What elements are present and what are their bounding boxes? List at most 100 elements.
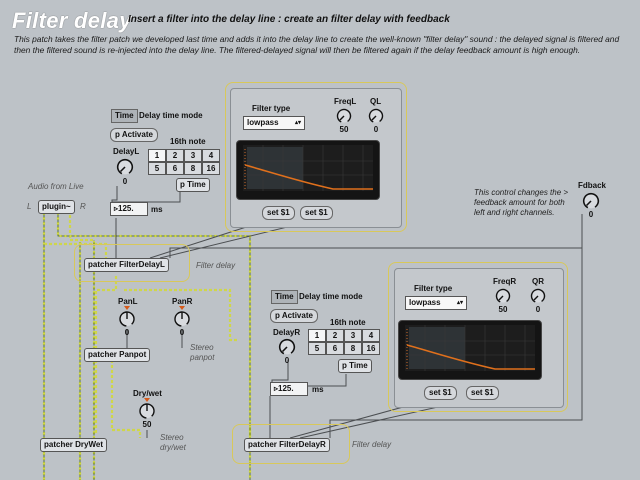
panpot-comment-line1: Stereo — [190, 343, 214, 352]
filter-delay-comment-left: Filter delay — [196, 261, 236, 270]
time-toggle-left[interactable]: Time — [111, 109, 138, 123]
patcher-filterdelayl[interactable]: patcher FilterDelayL — [84, 258, 169, 272]
fdback-label: Fdback — [578, 181, 607, 190]
filter-right-type-value: lowpass — [409, 298, 441, 307]
filter-right-group — [388, 262, 568, 412]
menu-arrows-icon: ▴▾ — [456, 300, 463, 306]
delayl-knob[interactable] — [116, 158, 134, 176]
sixteenth-label-left: 16th note — [170, 137, 206, 146]
filter-left-type-menu[interactable]: lowpass ▴▾ — [243, 116, 305, 130]
filter-right-q-label: QR — [532, 277, 544, 286]
number-arrow-icon: ▹ — [114, 204, 119, 213]
filter-right-type-label: Filter type — [414, 284, 453, 293]
panr-label: PanR — [172, 297, 193, 306]
filter-delay-comment-right: Filter delay — [352, 440, 392, 449]
activate-message-right[interactable]: p Activate — [270, 309, 318, 323]
time-toggle-right[interactable]: Time — [271, 290, 298, 304]
grid-left-cell-8[interactable]: 8 — [184, 162, 202, 175]
freqr-value: 50 — [498, 305, 508, 314]
freql-knob[interactable] — [336, 108, 352, 124]
filter-right-set-button-2[interactable]: set $1 — [466, 386, 499, 400]
activate-message-left[interactable]: p Activate — [110, 128, 158, 142]
delay-time-value-right: 125. — [278, 384, 294, 393]
delayr-knob[interactable] — [278, 338, 296, 356]
filter-right-type-menu[interactable]: lowpass ▴▾ — [405, 296, 467, 310]
delay-time-number-left[interactable]: ▹125. — [110, 202, 148, 216]
number-arrow-icon: ▹ — [274, 384, 279, 393]
time-mode-label-left: Delay time mode — [139, 111, 203, 120]
freql-value: 50 — [339, 125, 349, 134]
sixteenth-label-right: 16th note — [330, 318, 366, 327]
grid-left-cell-1[interactable]: 1 — [148, 149, 166, 162]
filter-left-group — [225, 82, 407, 232]
filterdelayl-group — [74, 244, 190, 282]
page-title: Filter delay — [12, 8, 132, 33]
panl-value: 0 — [124, 328, 130, 337]
filter-left-type-value: lowpass — [247, 118, 279, 127]
grid-left-cell-16[interactable]: 16 — [202, 162, 220, 175]
filter-left-type-label: Filter type — [252, 104, 291, 113]
ql-value: 0 — [373, 125, 379, 134]
p-time-right[interactable]: p Time — [338, 359, 372, 373]
drywet-label: Dry/wet — [133, 389, 162, 398]
panr-knob[interactable] — [172, 306, 192, 328]
time-mode-label-right: Delay time mode — [299, 292, 363, 301]
panl-label: PanL — [118, 297, 138, 306]
delay-time-value-left: 125. — [118, 204, 134, 213]
drywet-knob[interactable] — [137, 398, 157, 420]
feedback-comment: This control changes the > feedback amou… — [474, 188, 569, 217]
grid-right-cell-2[interactable]: 2 — [326, 329, 344, 342]
filter-left-set-button-1[interactable]: set $1 — [262, 206, 295, 220]
delayr-value: 0 — [284, 356, 290, 365]
grid-right-cell-8[interactable]: 8 — [344, 342, 362, 355]
delayr-label: DelayR — [273, 328, 301, 337]
grid-right-cell-3[interactable]: 3 — [344, 329, 362, 342]
filterdelayr-group — [232, 424, 350, 464]
drywet-comment-line2: dry/wet — [160, 443, 186, 452]
p-time-left[interactable]: p Time — [176, 178, 210, 192]
delayl-value: 0 — [122, 177, 128, 186]
panl-knob[interactable] — [117, 306, 137, 328]
filter-left-set-button-2[interactable]: set $1 — [300, 206, 333, 220]
freqr-knob[interactable] — [495, 288, 511, 304]
fdback-value: 0 — [588, 210, 594, 219]
plugin-object[interactable]: plugin~ — [38, 200, 75, 214]
fdback-knob[interactable] — [582, 192, 600, 210]
page-description: This patch takes the filter patch we dev… — [14, 34, 620, 55]
filter-right-freq-label: FreqR — [493, 277, 517, 286]
audio-r-label: R — [80, 202, 86, 211]
qr-knob[interactable] — [530, 288, 546, 304]
grid-left-cell-3[interactable]: 3 — [184, 149, 202, 162]
panpot-comment-line2: panpot — [190, 353, 215, 362]
page-subtitle: Insert a filter into the delay line : cr… — [128, 14, 450, 25]
ql-knob[interactable] — [368, 108, 384, 124]
patcher-drywet[interactable]: patcher DryWet — [40, 438, 107, 452]
grid-left-cell-5[interactable]: 5 — [148, 162, 166, 175]
filter-left-q-label: QL — [370, 97, 382, 106]
patcher-panpot[interactable]: patcher Panpot — [84, 348, 151, 362]
audio-from-live-label: Audio from Live — [28, 182, 84, 191]
filter-left-freq-label: FreqL — [334, 97, 357, 106]
grid-left-cell-6[interactable]: 6 — [166, 162, 184, 175]
panr-value: 0 — [179, 328, 185, 337]
grid-right-cell-6[interactable]: 6 — [326, 342, 344, 355]
filter-left-graph[interactable] — [236, 140, 380, 200]
grid-right-cell-5[interactable]: 5 — [308, 342, 326, 355]
grid-right-cell-4[interactable]: 4 — [362, 329, 380, 342]
grid-right-cell-16[interactable]: 16 — [362, 342, 380, 355]
drywet-value: 50 — [142, 420, 152, 429]
patcher-filterdelayr[interactable]: patcher FilterDelayR — [244, 438, 330, 452]
menu-arrows-icon: ▴▾ — [294, 120, 301, 126]
grid-right-cell-1[interactable]: 1 — [308, 329, 326, 342]
grid-left-cell-4[interactable]: 4 — [202, 149, 220, 162]
drywet-comment-line1: Stereo — [160, 433, 184, 442]
audio-l-label: L — [27, 202, 32, 211]
delayl-label: DelayL — [113, 147, 140, 156]
delay-time-number-right[interactable]: ▹125. — [270, 382, 308, 396]
ms-label-right: ms — [312, 385, 324, 394]
qr-value: 0 — [535, 305, 541, 314]
filter-right-graph[interactable] — [398, 320, 542, 380]
filter-right-set-button-1[interactable]: set $1 — [424, 386, 457, 400]
ms-label-left: ms — [151, 205, 163, 214]
grid-left-cell-2[interactable]: 2 — [166, 149, 184, 162]
